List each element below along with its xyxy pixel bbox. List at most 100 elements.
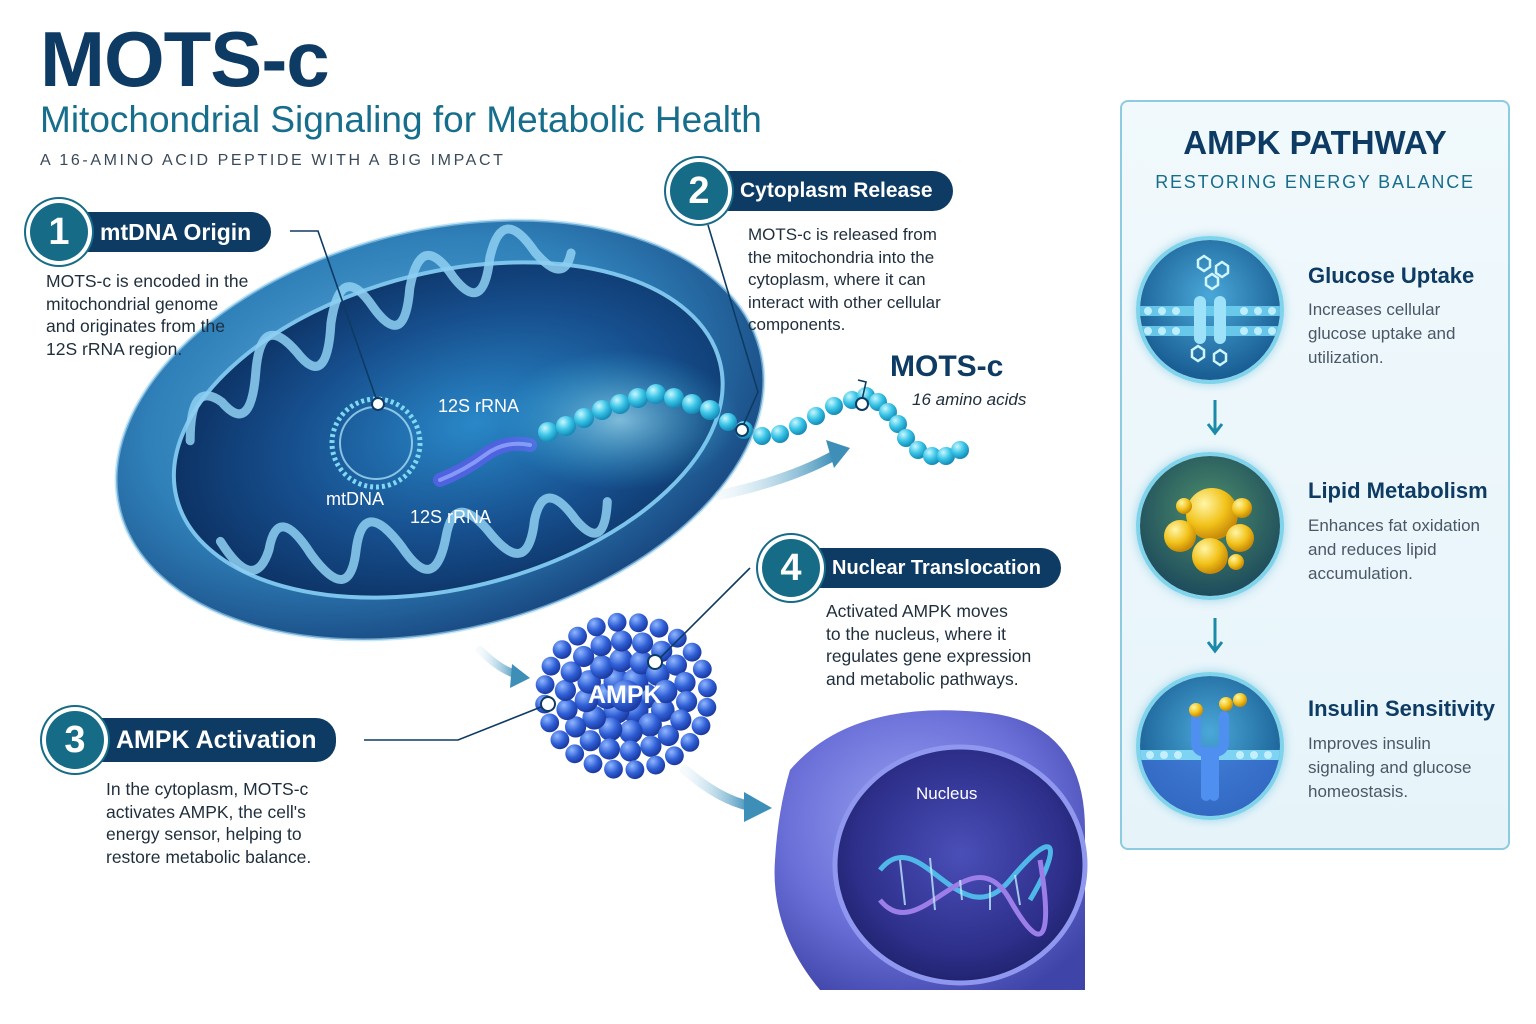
ampk-subunit [574, 688, 599, 713]
step-1-number: 1 [30, 203, 88, 261]
ampk-pathway-panel: AMPK PATHWAY RESTORING ENERGY BALANCE Gl… [1120, 100, 1510, 850]
label-16-amino-acids: 16 amino acids [912, 390, 1027, 409]
step-3-header: 3 AMPK Activation [46, 711, 337, 769]
amino-acid-bead [574, 408, 594, 428]
ampk-subunit [579, 730, 601, 752]
pathway-title: AMPK PATHWAY [1183, 124, 1447, 161]
ampk-subunit [676, 691, 698, 713]
amino-acid-bead [664, 388, 684, 408]
amino-acid-bead [771, 425, 789, 443]
amino-acid-bead [897, 429, 915, 447]
page-title: MOTS-c [40, 15, 330, 103]
ampk-subunit [680, 733, 700, 752]
label-12s-rrna-bottom: 12S rRNA [410, 507, 492, 527]
ampk-subunit [698, 678, 717, 698]
page-tagline: A 16-AMINO ACID PEPTIDE WITH A BIG IMPAC… [40, 152, 506, 169]
ampk-subunit [590, 635, 612, 657]
ampk-subunit [540, 713, 560, 733]
ampk-subunit [638, 713, 662, 737]
amino-acid-bead [610, 394, 630, 414]
amino-acid-bead [538, 422, 558, 442]
ampk-subunit [598, 738, 621, 760]
ampk-subunit [632, 632, 654, 654]
label-ampk: AMPK [588, 681, 662, 709]
ampk-subunit [665, 746, 684, 766]
ampk-subunit [646, 755, 666, 775]
ampk-subunit [640, 735, 662, 757]
ampk-subunit [541, 656, 561, 676]
flow-arrow [715, 450, 840, 500]
ampk-subunit [619, 740, 642, 762]
glucose-transporter-icon [1136, 236, 1284, 384]
chevron-down-icon [1206, 618, 1224, 654]
ampk-subunit [619, 720, 643, 744]
ampk-subunit [604, 759, 623, 779]
amino-acid-bead [682, 394, 702, 414]
ampk-subunit [610, 680, 642, 712]
step-2-title: Cytoplasm Release [710, 171, 953, 211]
label-12s-rrna-top: 12S rRNA [438, 396, 520, 416]
ampk-subunit [565, 744, 585, 764]
ampk-subunit [629, 650, 654, 675]
label-nucleus: Nucleus [916, 784, 978, 803]
ampk-subunit [674, 671, 696, 694]
amino-acid-bead [879, 403, 897, 421]
insulin-receptor-icon [1136, 672, 1284, 820]
ampk-subunit [691, 716, 711, 736]
ampk-subunit [697, 697, 717, 717]
amino-acid-bead [951, 441, 969, 459]
ampk-subunit [550, 730, 570, 750]
pathway-subtitle: RESTORING ENERGY BALANCE [1155, 172, 1475, 192]
lipid-metabolism-title: Lipid Metabolism [1308, 478, 1488, 503]
amino-acid-bead [889, 415, 907, 433]
step-3-number: 3 [46, 711, 104, 769]
amino-acid-bead [923, 447, 941, 465]
amino-acid-bead [719, 413, 737, 431]
step-4-title: Nuclear Translocation [802, 548, 1061, 588]
step-1-title: mtDNA Origin [70, 212, 272, 252]
step-4-number: 4 [762, 539, 820, 597]
ampk-subunit [554, 679, 577, 702]
ampk-subunit [573, 645, 595, 668]
step-4-header: 4 Nuclear Translocation [762, 539, 1061, 597]
label-mots-c: MOTS-c [890, 350, 1004, 383]
label-mtdna: mtDNA [326, 489, 384, 509]
chevron-down-icon [1206, 400, 1224, 436]
page-subtitle: Mitochondrial Signaling for Metabolic He… [40, 99, 762, 140]
mitochondrion [114, 218, 766, 642]
ampk-subunit [611, 630, 633, 652]
ampk-subunit [625, 760, 645, 780]
ampk-complex [535, 612, 717, 780]
amino-acid-bead [646, 384, 666, 404]
amino-acid-bead [789, 417, 807, 435]
flow-arrow [680, 765, 755, 811]
ampk-subunit [568, 626, 587, 646]
ampk-subunit [590, 655, 614, 679]
ampk-subunit [692, 659, 712, 679]
ampk-subunit [670, 709, 692, 731]
step-1-header: 1 mtDNA Origin [30, 203, 272, 261]
amino-acid-bead [592, 400, 612, 420]
ampk-subunit [629, 613, 648, 633]
insulin-sensitivity-title: Insulin Sensitivity [1308, 696, 1496, 721]
glucose-uptake-title: Glucose Uptake [1308, 263, 1475, 288]
mots-c-peptide-chain [538, 384, 969, 465]
amino-acid-bead [628, 388, 648, 408]
nucleus-cell [774, 710, 1088, 990]
ampk-subunit [682, 642, 702, 662]
leader-lines [290, 224, 869, 741]
amino-acid-bead [909, 441, 927, 459]
ampk-subunit [667, 628, 687, 648]
ampk-subunit [583, 754, 603, 774]
amino-acid-bead [700, 400, 720, 420]
ampk-subunit [565, 716, 587, 738]
amino-acid-bead [753, 427, 771, 445]
ampk-subunit [653, 679, 678, 704]
